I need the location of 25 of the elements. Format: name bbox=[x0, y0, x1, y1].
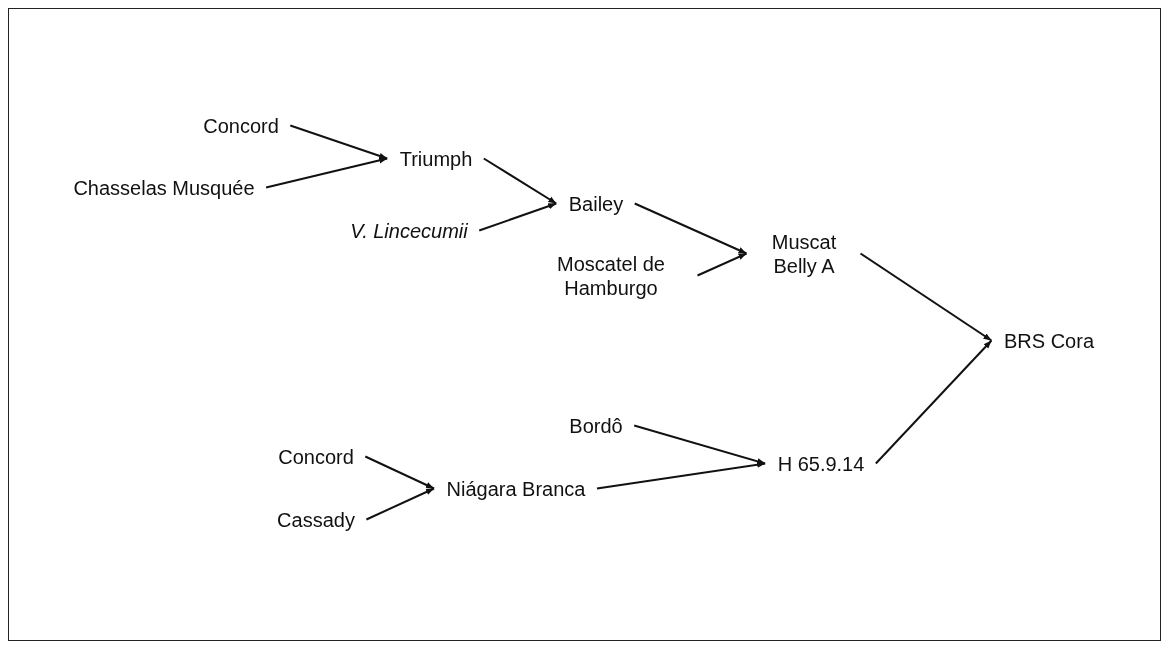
cultivar-label: Bailey bbox=[556, 188, 636, 220]
arrow bbox=[364, 455, 435, 490]
arrow bbox=[633, 202, 748, 255]
cultivar-label: Bordô bbox=[557, 410, 635, 442]
cultivar-label: Moscatel de Hamburgo bbox=[524, 248, 698, 304]
cultivar-label: Muscat Belly A bbox=[747, 226, 861, 282]
arrow bbox=[265, 157, 389, 189]
arrow bbox=[478, 202, 558, 232]
arrow bbox=[696, 252, 748, 277]
cultivar-label: Chasselas Musquée bbox=[61, 172, 267, 204]
cultivar-label: Concord bbox=[266, 441, 366, 473]
cultivar-label: Niágara Branca bbox=[434, 473, 598, 505]
cultivar-label: Triumph bbox=[387, 143, 485, 175]
cultivar-label: V. Lincecumii bbox=[338, 215, 480, 247]
arrow bbox=[365, 487, 435, 521]
cultivar-label: BRS Cora bbox=[992, 325, 1106, 357]
cultivar-label: H 65.9.14 bbox=[765, 448, 877, 480]
arrow bbox=[596, 461, 767, 490]
arrow bbox=[289, 124, 389, 160]
arrow bbox=[482, 157, 558, 205]
arrow bbox=[874, 339, 993, 465]
arrow bbox=[859, 252, 993, 342]
arrow bbox=[633, 424, 767, 465]
cultivar-label: Concord bbox=[191, 110, 291, 142]
cultivar-label: Cassady bbox=[265, 504, 367, 536]
